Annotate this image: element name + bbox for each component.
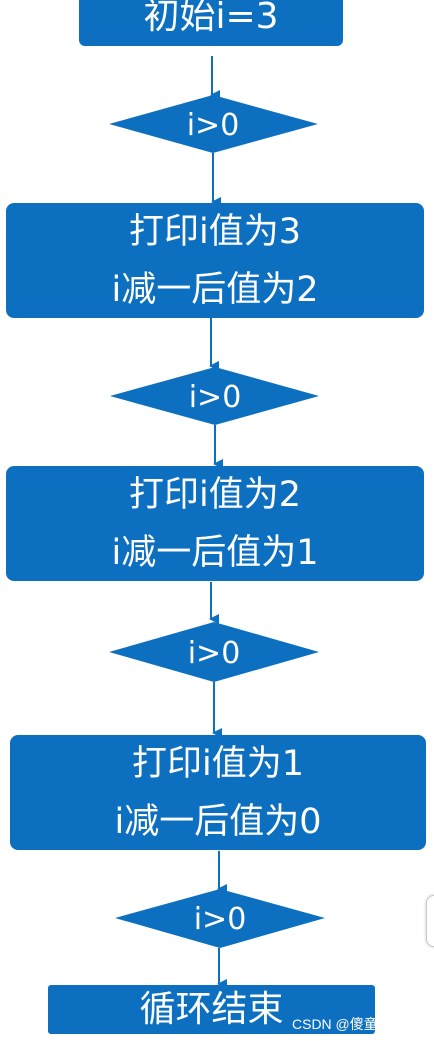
start-box: 初始i=3 [79, 0, 343, 46]
decision-diamond-1: i>0 [109, 95, 318, 153]
decision-diamond-2: i>0 [110, 367, 319, 425]
decision-label: i>0 [188, 636, 241, 671]
start-label: 初始i=3 [143, 0, 279, 37]
end-box: 循环结束 [48, 985, 375, 1034]
process-box-1: 打印i值为3 i减一后值为2 [6, 203, 424, 318]
decision-diamond-3: i>0 [109, 622, 319, 682]
decision-label: i>0 [194, 902, 247, 937]
decision-diamond-4: i>0 [115, 889, 325, 948]
decrement-label: i减一后值为1 [111, 532, 319, 573]
watermark: CSDN @傻童:CPU [292, 1016, 412, 1032]
print-label: 打印i值为3 [129, 211, 301, 252]
end-label: 循环结束 [139, 988, 284, 1030]
decrement-label: i减一后值为0 [114, 801, 322, 842]
print-label: 打印i值为1 [132, 743, 304, 784]
print-label: 打印i值为2 [129, 474, 301, 515]
side-panel-handle[interactable] [426, 895, 434, 947]
decrement-label: i减一后值为2 [111, 269, 319, 310]
process-box-2: 打印i值为2 i减一后值为1 [6, 466, 424, 581]
decision-label: i>0 [189, 380, 242, 415]
decision-label: i>0 [187, 108, 240, 143]
process-box-3: 打印i值为1 i减一后值为0 [10, 735, 426, 850]
